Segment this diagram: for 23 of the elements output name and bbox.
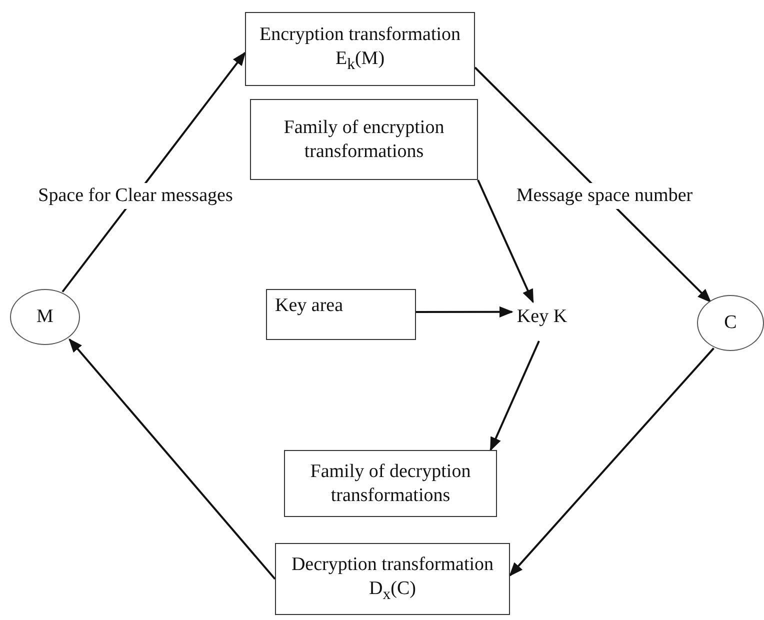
arrow xyxy=(509,348,714,576)
node-label: C xyxy=(724,311,737,335)
node-label: Key K xyxy=(516,305,568,329)
process-box xyxy=(250,99,478,180)
circle-node xyxy=(697,295,764,351)
arrow xyxy=(490,340,540,452)
arrow xyxy=(474,66,712,303)
edge-label: Message space number xyxy=(514,183,695,210)
node-label: Key area xyxy=(275,294,344,318)
process-box xyxy=(275,543,510,615)
process-box xyxy=(266,289,416,340)
process-box xyxy=(245,12,475,86)
node-label: M xyxy=(36,305,54,329)
arrow xyxy=(477,180,534,304)
node-label: Family of decryption transformations xyxy=(309,460,472,508)
edge-label: Space for Clear messages xyxy=(36,183,235,210)
arrow xyxy=(416,306,514,318)
node-label: Encryption transformation E$_{k}$(M) xyxy=(258,23,462,75)
arrow xyxy=(68,338,276,580)
node-label: Family of encryption transformations xyxy=(282,116,446,164)
node-label: Decryption transformation D$_{x}$(C) xyxy=(290,553,495,605)
arrow xyxy=(62,52,246,292)
process-box xyxy=(284,450,497,517)
